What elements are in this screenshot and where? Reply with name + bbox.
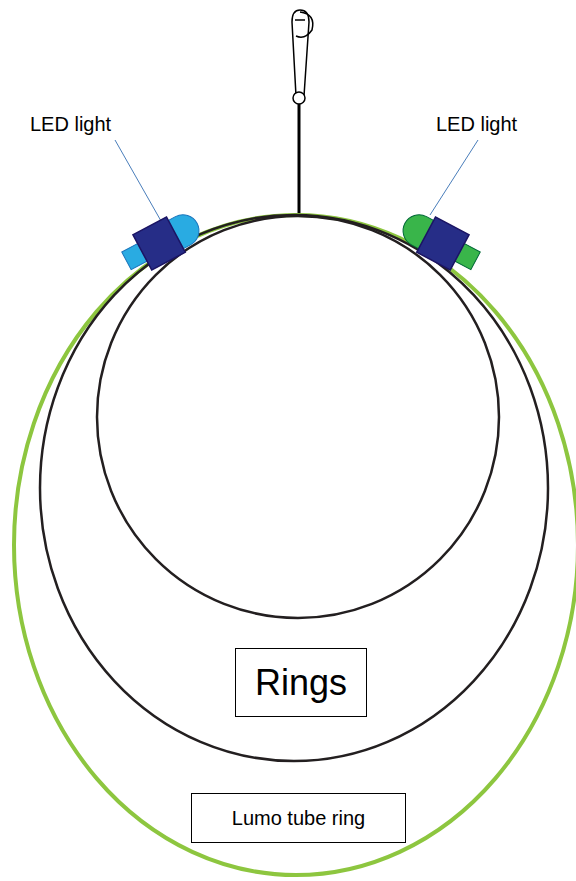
outer-ring [40, 215, 548, 761]
led-light [396, 206, 485, 279]
inner-ring [97, 216, 499, 618]
part-label: LED light [436, 113, 517, 136]
part-label: LED light [30, 113, 111, 136]
lumo-tube-ring [14, 215, 576, 875]
box-text: Rings [255, 662, 347, 704]
safety-pin [292, 10, 313, 104]
leader-line [115, 140, 165, 228]
led-light [117, 206, 206, 279]
hanging-wire [298, 104, 301, 216]
leader-line [430, 140, 478, 215]
label-box: Lumo tube ring [191, 793, 406, 843]
box-text: Lumo tube ring [232, 807, 365, 830]
label-box: Rings [235, 648, 367, 717]
